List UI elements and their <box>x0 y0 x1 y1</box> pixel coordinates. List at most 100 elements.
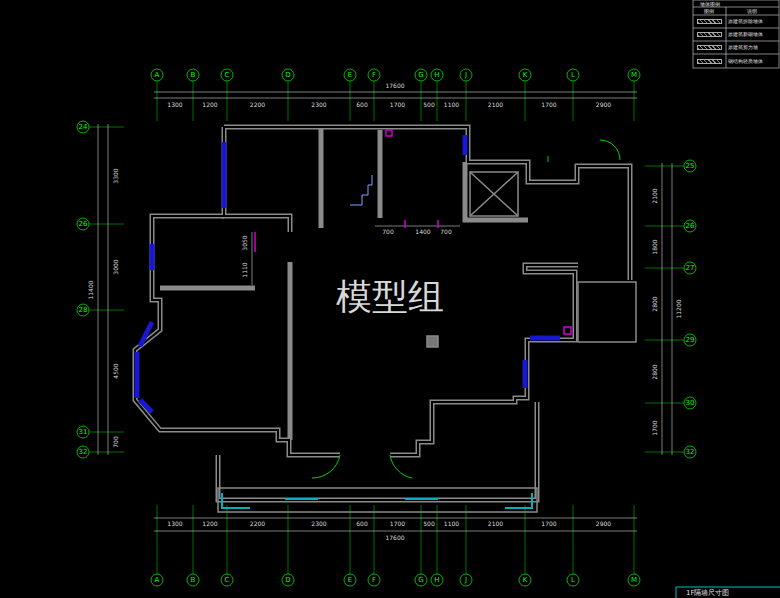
door <box>312 140 620 478</box>
dimension: 3000 <box>113 259 119 274</box>
axis-label: 30 <box>686 400 695 407</box>
dimension: 1200 <box>202 521 217 527</box>
axis-label: 24 <box>79 124 88 131</box>
wall <box>378 130 383 218</box>
grid-bubble <box>431 69 443 81</box>
dimension-line <box>375 226 460 227</box>
dimension: 2800 <box>652 364 658 379</box>
dimension: 1700 <box>390 521 405 527</box>
grid-bubble <box>77 218 89 230</box>
dimension: 2300 <box>311 521 326 527</box>
terrace <box>470 172 518 216</box>
grid-bubble <box>77 69 696 586</box>
dimension-line <box>252 232 253 285</box>
axis-label: E <box>348 72 352 79</box>
axis-label: M <box>631 72 637 79</box>
grid-bubble <box>344 574 356 586</box>
dimension: 1700 <box>390 102 405 108</box>
legend-header: 说明 <box>747 9 757 14</box>
legend-table <box>693 54 779 55</box>
extension-line <box>89 81 684 574</box>
grid-bubble <box>684 262 696 274</box>
grid-bubble <box>221 574 233 586</box>
grid-bubble <box>415 574 427 586</box>
door <box>312 140 620 478</box>
terrace <box>218 172 636 512</box>
terrace <box>578 282 636 342</box>
axis-label: 29 <box>686 337 695 344</box>
dimension: 1110 <box>242 262 248 277</box>
legend-table <box>693 0 779 68</box>
legend-sample <box>697 59 722 64</box>
dimension-line <box>98 124 99 455</box>
axis-label: B <box>191 72 196 79</box>
grid-bubble <box>368 574 380 586</box>
grid-bubble <box>151 69 163 81</box>
axis-label: K <box>523 72 528 79</box>
legend-table <box>693 0 779 68</box>
grid-bubble <box>684 446 696 458</box>
dimension: 2100 <box>488 102 503 108</box>
dimension: 3050 <box>242 235 248 250</box>
axis-label: C <box>225 72 230 79</box>
column-mark <box>255 220 438 252</box>
axis-label: K <box>523 577 528 584</box>
wall-core <box>224 127 290 232</box>
wall-core <box>224 127 630 280</box>
wall <box>224 127 290 232</box>
grid-bubble <box>628 69 640 81</box>
dimension: 2900 <box>596 102 611 108</box>
axis-label: 31 <box>79 429 88 436</box>
dimension: 17600 <box>385 535 404 541</box>
dimension: 1300 <box>167 521 182 527</box>
window <box>137 135 560 412</box>
axis-label: A <box>155 72 160 79</box>
axis-label: 28 <box>79 307 88 314</box>
wall <box>288 262 293 440</box>
dimension: 11400 <box>88 280 94 299</box>
dimension: 1800 <box>652 239 658 254</box>
axis-label: L <box>571 577 575 584</box>
column-mark <box>386 130 392 136</box>
extension-line <box>157 505 634 574</box>
grid-bubble <box>431 574 443 586</box>
grid-bubble <box>460 574 472 586</box>
legend-table <box>693 28 779 29</box>
legend-table <box>693 15 779 16</box>
axis-label: 27 <box>686 265 695 272</box>
legend-table <box>693 7 779 8</box>
dimension: 1700 <box>541 521 556 527</box>
terrace <box>427 336 438 347</box>
dimension: 700 <box>382 229 393 235</box>
legend-text: 原建筑剪力墙 <box>728 45 758 50</box>
caption-band <box>676 587 780 598</box>
legend-text: 原建筑拆除墙体 <box>728 19 763 24</box>
dimension: 2100 <box>652 188 658 203</box>
grid-bubble <box>187 69 199 81</box>
dimension: 500 <box>423 521 434 527</box>
axis-label: F <box>372 577 376 584</box>
axis-label: B <box>191 577 196 584</box>
axis-label: J <box>465 72 467 79</box>
axis-label: J <box>465 577 467 584</box>
dimension: 600 <box>356 102 367 108</box>
grid-bubble <box>77 304 89 316</box>
dimension: 700 <box>440 229 451 235</box>
legend-sample <box>697 45 722 50</box>
dimension: 1100 <box>444 521 459 527</box>
extension-line <box>89 127 124 452</box>
grid-bubble <box>519 69 531 81</box>
stair <box>350 175 372 205</box>
wall-core <box>135 127 630 500</box>
dimension-line <box>672 163 673 455</box>
axis-label: 25 <box>686 163 695 170</box>
legend-text: 钢结构轻质墙体 <box>728 59 763 64</box>
legend-table <box>693 41 779 42</box>
dimension: 17600 <box>385 83 404 89</box>
wall <box>465 162 528 220</box>
grid-bubble <box>282 69 294 81</box>
dimension: 3300 <box>113 168 119 183</box>
wall <box>218 402 537 500</box>
wall-core <box>218 402 537 500</box>
axis-label: C <box>225 577 230 584</box>
